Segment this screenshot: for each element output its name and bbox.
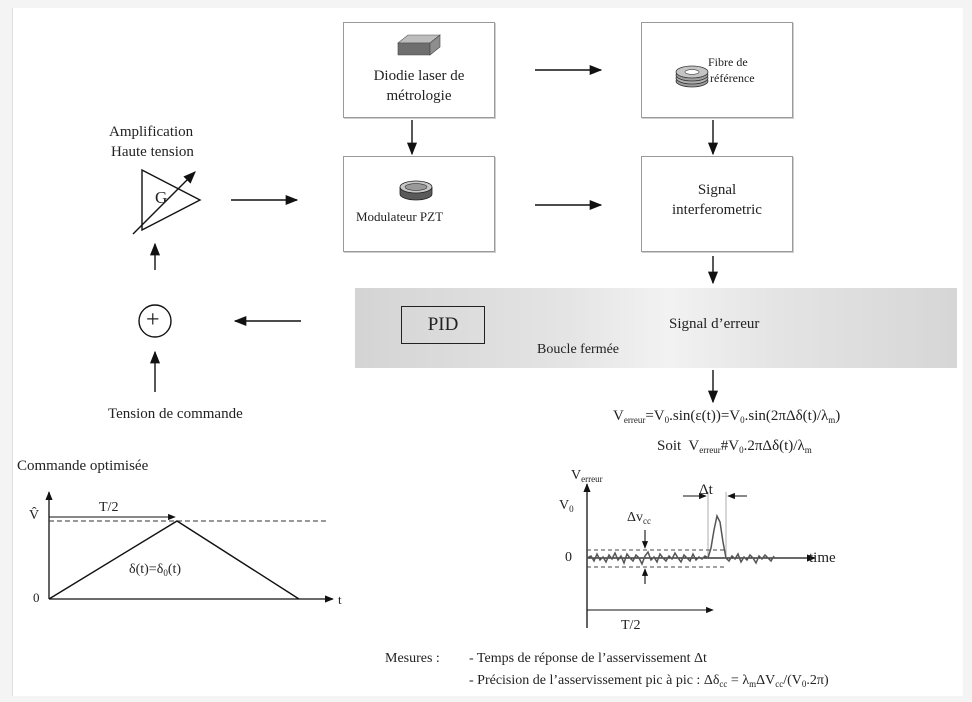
- error-v0-label: V0: [559, 498, 574, 514]
- laser-line1: Diodie laser de: [373, 68, 465, 84]
- fibre-coil-icon: [675, 65, 709, 88]
- closed-loop-band: PID Boucle fermée Signal d’erreur: [355, 288, 957, 368]
- error-signal-label: Signal d’erreur: [669, 316, 760, 332]
- error-noise-trace: [586, 513, 775, 566]
- amplifier-title-2: Haute tension: [111, 144, 194, 160]
- signal-line2: interferometric: [672, 202, 762, 218]
- amplifier-title-1: Amplification: [109, 124, 194, 140]
- ramp-triangle-curve: [48, 520, 300, 600]
- fibre-line1: Fibre de: [708, 55, 748, 69]
- error-y-label: Verreur: [571, 468, 603, 484]
- measures-line-2: - Précision de l’asservissement pic à pi…: [469, 673, 829, 689]
- summing-plus-sign: +: [146, 307, 160, 333]
- dvcc-label: Δvcc: [627, 510, 652, 526]
- error-response-plot: [583, 483, 816, 628]
- dt-label: Δt: [699, 482, 713, 498]
- measures-line-1: - Temps de réponse de l’asservissement Δ…: [469, 651, 707, 666]
- measures-title: Mesures :: [385, 651, 440, 666]
- error-half-period-label: T/2: [621, 618, 641, 633]
- laser-diode-box: Diodie laser de métrologie: [343, 22, 495, 118]
- diagram-page: Diodie laser de métrologie Fibre de réfé…: [12, 8, 963, 696]
- error-x-label: time: [809, 550, 836, 566]
- ramp-plot-title: Commande optimisée: [17, 458, 149, 474]
- tension-de-commande-label: Tension de commande: [108, 406, 243, 422]
- ramp-command-plot: [45, 491, 334, 603]
- ramp-curve-label: δ(t)=δ0(t): [129, 562, 182, 578]
- pid-box: PID: [401, 306, 485, 344]
- ramp-x-label: t: [338, 592, 342, 607]
- closed-loop-label: Boucle fermée: [537, 342, 620, 357]
- ramp-y-top-label: V̂: [29, 508, 40, 523]
- ramp-y-zero-label: 0: [33, 590, 40, 605]
- error-equation-1: Verreur=V0.sin(ε(t))=V0.sin(2πΔδ(t)/λm): [613, 408, 841, 425]
- pzt-label: Modulateur PZT: [356, 209, 444, 224]
- error-equation-2: Soit Verreur#V0.2πΔδ(t)/λm: [657, 438, 812, 455]
- ramp-half-period-label: T/2: [99, 500, 119, 515]
- pzt-disk-icon: [399, 180, 433, 201]
- amplifier-symbol: [132, 168, 202, 235]
- fibre-line2: référence: [710, 71, 755, 85]
- error-zero-label: 0: [565, 550, 572, 565]
- laser-chip-icon: [397, 34, 441, 56]
- interferometric-signal-box: Signal interferometric: [641, 156, 793, 252]
- signal-line1: Signal: [697, 182, 737, 198]
- amplifier-gain-label: G: [155, 188, 168, 207]
- summing-junction-circle: [138, 304, 172, 338]
- fibre-reference-box: Fibre de référence: [641, 22, 793, 118]
- pzt-modulator-box: Modulateur PZT: [343, 156, 495, 252]
- pid-label: PID: [427, 314, 459, 335]
- laser-line2: métrologie: [386, 88, 452, 104]
